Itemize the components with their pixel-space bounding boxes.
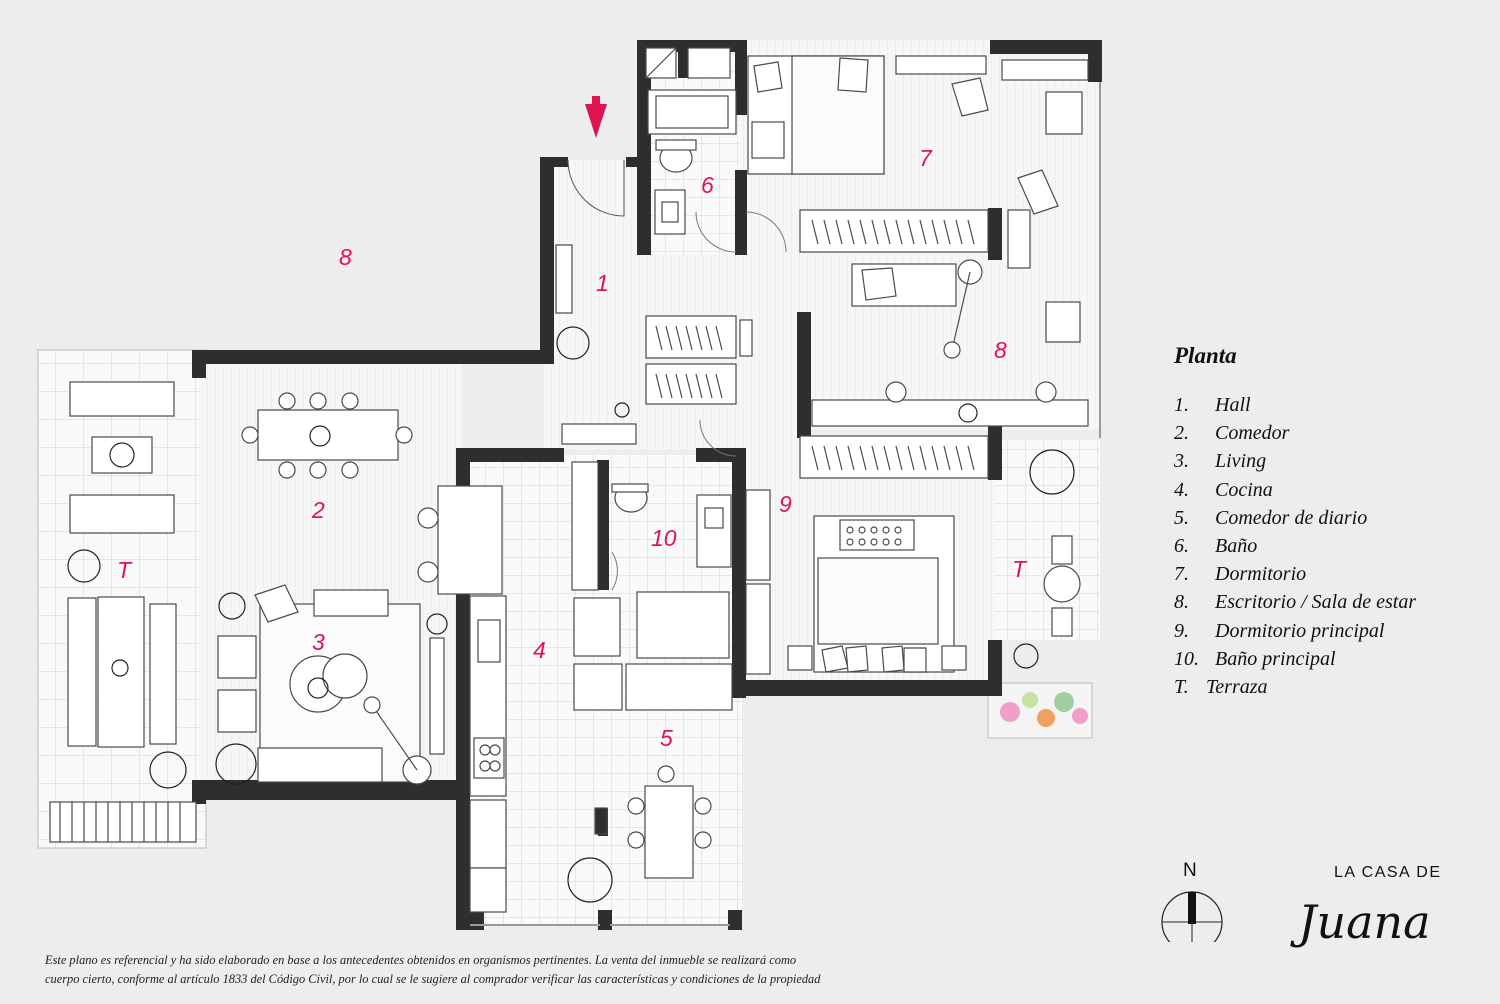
utility-block — [573, 591, 733, 711]
room-label-comedor: 2 — [311, 497, 325, 523]
legend-list: 1. Hall 2. Comedor 3. Living 4. Cocina 5. Com… — [1174, 391, 1484, 701]
room-label-escritorio: 8 — [994, 337, 1007, 363]
legend-title: Planta — [1174, 343, 1237, 368]
legend-item-label: Dormitorio — [1215, 563, 1307, 586]
legend-item-label: Comedor de diario — [1215, 506, 1368, 529]
legend-item-num: 2. — [1174, 422, 1189, 445]
terrace-west-furniture — [49, 381, 197, 843]
room-label-terraza-east: T — [1012, 556, 1028, 582]
legend-item-label: Terraza — [1206, 675, 1268, 698]
legend-item-num: 3. — [1174, 450, 1189, 473]
brand-script-text: Juana — [1290, 895, 1431, 949]
room-labels: 1 2 3 4 5 6 7 8 8 9 10 T T — [117, 145, 1028, 751]
legend-item-num: 8. — [1174, 591, 1189, 614]
entry-door — [567, 159, 625, 217]
legend-item: 7. Dormitorio — [1174, 560, 1484, 588]
room-label-dormitorio: 7 — [919, 145, 933, 171]
compass-icon — [1161, 891, 1223, 942]
room-label-escritorio-outside: 8 — [339, 244, 352, 270]
brand-script-logo: Juana — [1290, 895, 1431, 949]
legend-item-num: 6. — [1174, 534, 1189, 557]
room-label-bano: 6 — [701, 172, 714, 198]
legend-item: 8. Escritorio / Sala de estar — [1174, 588, 1484, 616]
furniture — [49, 47, 1089, 913]
room-label-dormitorio-principal: 9 — [779, 491, 792, 517]
legend-item: 10. Baño principal — [1174, 645, 1484, 673]
legend-item-label: Baño principal — [1215, 647, 1336, 670]
legend-item-label: Cocina — [1215, 478, 1273, 501]
breakfast-table — [594, 765, 712, 879]
master-bath-fixtures — [571, 461, 732, 591]
study-furniture — [799, 259, 1089, 479]
legend-item-label: Escritorio / Sala de estar — [1215, 591, 1417, 614]
legend-item-num: 10. — [1174, 647, 1199, 670]
entry-arrow-icon — [585, 96, 607, 138]
legend-item-label: Dormitorio principal — [1215, 619, 1385, 642]
planter-flowers — [1000, 692, 1088, 727]
plant-icon — [67, 326, 1075, 903]
disclaimer: Este plano es referencial y ha sido elab… — [45, 951, 1145, 989]
legend-item-label: Living — [1215, 450, 1267, 473]
kitchen-counters — [417, 485, 507, 913]
room-label-hall: 1 — [596, 270, 609, 296]
bedroom-furniture — [747, 55, 1089, 269]
door-swings — [611, 211, 787, 591]
living-set — [217, 584, 445, 785]
window-frames — [470, 82, 1101, 926]
disclaimer-line: Este plano es referencial y ha sido elab… — [45, 953, 797, 967]
legend-item: 4. Cocina — [1174, 476, 1484, 504]
legend-item-num: 1. — [1174, 394, 1189, 416]
room-label-comedor-diario: 5 — [660, 725, 673, 751]
legend-item-num: 4. — [1174, 478, 1189, 501]
legend-item: 9. Dormitorio principal — [1174, 617, 1484, 645]
legend-item-label: Comedor — [1215, 422, 1290, 445]
master-bed — [745, 489, 967, 675]
legend-item-label: Hall — [1215, 394, 1251, 416]
hall-closets — [555, 244, 753, 445]
room-label-terraza-west: T — [117, 557, 133, 583]
brand-name-top: LA CASA DE — [1334, 864, 1442, 881]
legend-item-num: 7. — [1174, 563, 1189, 586]
disclaimer-line: cuerpo cierto, conforme al artículo 1833… — [45, 972, 821, 986]
legend-item-num: 9. — [1174, 619, 1189, 642]
compass-north-label: N — [1183, 860, 1197, 881]
room-label-bano-principal: 10 — [651, 525, 677, 551]
brand-logo: LA CASA DE Juana — [1290, 864, 1480, 964]
legend-item-num: 5. — [1174, 506, 1189, 529]
legend-item-num: T. — [1174, 675, 1189, 698]
legend-item: 2. Comedor — [1174, 419, 1484, 447]
terrace-east-furniture — [1043, 535, 1081, 637]
room-label-living: 3 — [312, 629, 325, 655]
dining-table — [241, 392, 413, 479]
legend-item: 1. Hall — [1174, 391, 1484, 419]
legend-item: T. Terraza — [1174, 673, 1484, 701]
legend-item-label: Baño — [1215, 534, 1258, 557]
legend-item: 3. Living — [1174, 447, 1484, 475]
legend-item: 5. Comedor de diario — [1174, 504, 1484, 532]
room-label-cocina: 4 — [533, 637, 546, 663]
legend-item: 6. Baño — [1174, 532, 1484, 560]
legend: Planta 1. Hall 2. Comedor 3. Living 4. Cocin… — [1174, 343, 1484, 701]
floor-plan: 1 2 3 4 5 6 7 8 8 9 10 T T — [37, 40, 1102, 930]
bath-fixtures — [645, 47, 737, 235]
